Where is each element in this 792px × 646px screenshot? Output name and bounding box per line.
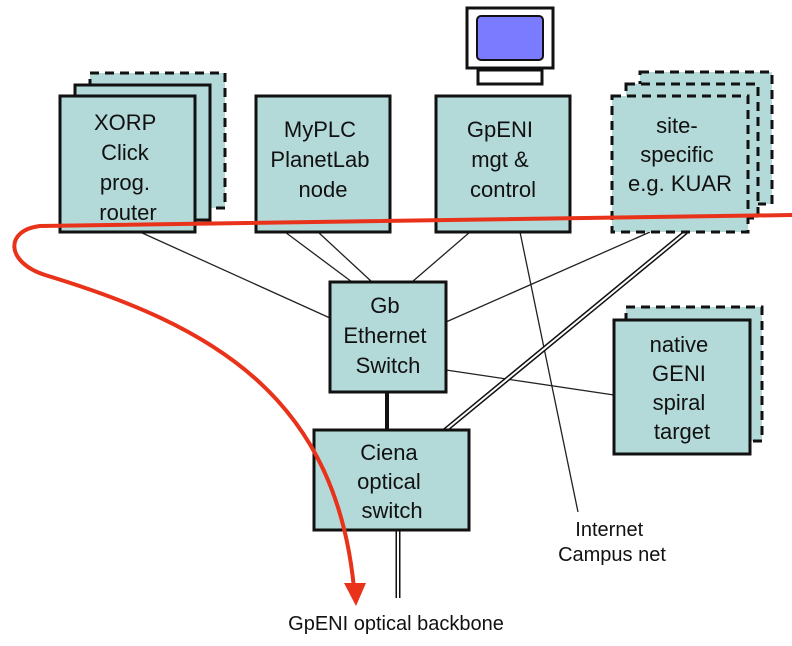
- internet-caption-line-2: Campus net: [558, 544, 666, 566]
- backbone-caption: GpENI optical backbone: [288, 613, 504, 635]
- flow-path: [12, 213, 792, 601]
- node-gb-ethernet-switch: Gb Ethernet Switch: [328, 280, 448, 394]
- xorp-line-3: prog.: [100, 170, 150, 195]
- native-geni-box: [612, 318, 752, 456]
- node-ciena-optical-switch: Ciena optical switch: [312, 428, 471, 532]
- ciena-label: Ciena optical switch: [357, 440, 427, 523]
- native-geni-line-3: spiral: [653, 390, 706, 415]
- site-line-3: e.g. KUAR: [628, 171, 732, 196]
- native-geni-line-4: target: [654, 419, 710, 444]
- gpeni-mgt-line-3: control: [470, 177, 536, 202]
- ciena-line-2: optical: [357, 469, 421, 494]
- gb-switch-line-2: Ethernet: [343, 323, 426, 348]
- link-native-switch: [445, 369, 615, 396]
- gb-switch-line-3: Switch: [356, 353, 421, 378]
- xorp-label: XORP Click prog. router: [94, 110, 162, 225]
- native-geni-line-2: GENI: [652, 361, 706, 386]
- node-site-specific: site- specific e.g. KUAR: [610, 70, 774, 234]
- gpeni-mgt-box: [434, 94, 572, 234]
- link-gpeni-switch: [411, 231, 471, 283]
- gpeni-mgt-label: GpENI mgt & control: [467, 117, 539, 202]
- node-native-geni: native GENI spiral target: [612, 305, 764, 456]
- gb-switch-label: Gb Ethernet Switch: [343, 293, 432, 378]
- link-site-ciena-inner: [442, 231, 687, 433]
- native-geni-label: native GENI spiral target: [650, 332, 715, 444]
- link-gpeni-internet: [519, 231, 579, 513]
- node-gpeni-mgt: GpENI mgt & control: [434, 94, 572, 234]
- link-site-switch: [445, 231, 651, 323]
- connections: [139, 230, 688, 598]
- gb-switch-line-1: Gb: [370, 293, 399, 318]
- xorp-line-1: XORP: [94, 110, 156, 135]
- ciena-line-3: switch: [361, 498, 422, 523]
- gb-switch-box: [328, 280, 448, 394]
- site-label: site- specific e.g. KUAR: [628, 113, 732, 196]
- link-myplc-switch-a: [284, 231, 353, 283]
- site-line-1: site-: [656, 113, 698, 138]
- ciena-line-1: Ciena: [360, 440, 418, 465]
- node-myplc: MyPLC PlanetLab node: [254, 94, 392, 234]
- myplc-line-2: PlanetLab: [270, 147, 369, 172]
- link-myplc-switch-b: [317, 231, 373, 283]
- xorp-box: [58, 94, 197, 234]
- data-flow-arrow: [12, 213, 792, 606]
- link-xorp-switch: [139, 231, 331, 319]
- internet-caption: Internet Campus net: [558, 519, 666, 566]
- myplc-line-1: MyPLC: [284, 117, 356, 142]
- myplc-line-3: node: [299, 177, 348, 202]
- monitor-base: [476, 68, 544, 86]
- site-line-2: specific: [640, 142, 713, 167]
- computer-monitor-icon: [465, 6, 555, 86]
- site-box: [610, 94, 750, 234]
- xorp-line-2: Click: [101, 140, 150, 165]
- gpeni-mgt-line-2: mgt &: [471, 147, 529, 172]
- myplc-label: MyPLC PlanetLab node: [270, 117, 375, 202]
- monitor-screen: [476, 15, 544, 61]
- internet-caption-line-1: Internet: [575, 519, 643, 541]
- xorp-line-4: router: [99, 200, 156, 225]
- myplc-box: [254, 94, 392, 234]
- node-xorp-router: XORP Click prog. router: [58, 71, 227, 234]
- flow-arrowhead-icon: [344, 583, 366, 606]
- native-geni-line-1: native: [650, 332, 709, 357]
- gpeni-mgt-line-1: GpENI: [467, 117, 533, 142]
